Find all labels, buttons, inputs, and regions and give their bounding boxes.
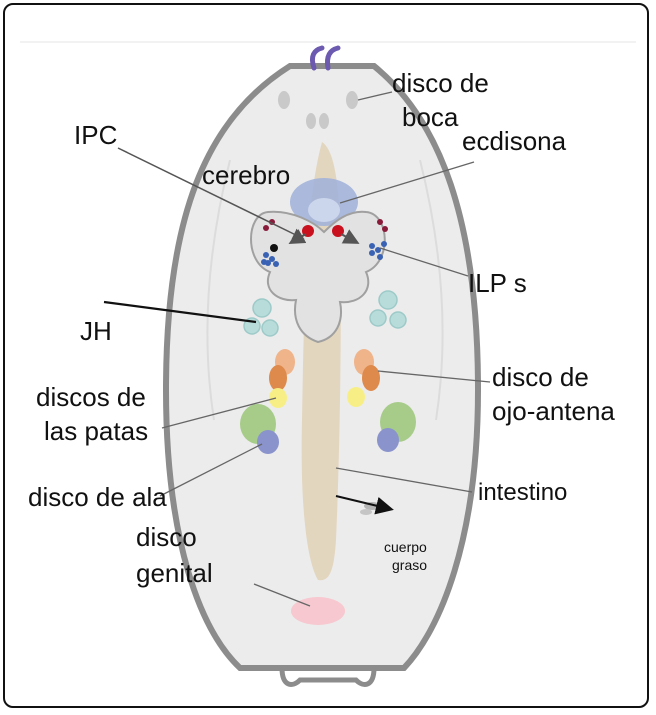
label-disco-genital-2: genital	[136, 558, 213, 588]
leg-disc-left	[269, 388, 287, 408]
mouth-disc-right	[346, 91, 358, 109]
mouth-disc-left	[278, 91, 290, 109]
ring-gland-inner	[308, 198, 340, 222]
eye-antenna-disc-right-bottom	[362, 365, 380, 391]
black-cell	[270, 244, 278, 252]
label-ecdisona: ecdisona	[462, 126, 567, 156]
mouth-disc-center-left	[306, 113, 316, 129]
ns-dot	[263, 225, 269, 231]
leg-disc-right	[347, 387, 365, 407]
label-cuerpo-graso-1: cuerpo	[384, 539, 427, 555]
wing-disc-left-blue	[257, 430, 279, 454]
label-disco-ojo-2: ojo-antena	[492, 396, 615, 426]
label-ipc: IPC	[74, 120, 117, 150]
fat-body-blob-2	[360, 509, 372, 515]
ns-dot	[382, 226, 388, 232]
label-discos-patas-1: discos de	[36, 382, 146, 412]
label-disco-de-boca-2: boca	[402, 102, 459, 132]
label-jh: JH	[80, 316, 112, 346]
mouth-disc-center-right	[319, 113, 329, 129]
label-disco-ojo-1: disco de	[492, 362, 589, 392]
eye-antenna-disc-left-bottom	[269, 365, 287, 391]
label-cuerpo-graso-2: graso	[392, 557, 427, 573]
label-cerebro: cerebro	[202, 160, 290, 190]
wing-disc-right-blue	[377, 428, 399, 452]
label-intestino: intestino	[478, 479, 567, 506]
label-disco-genital-1: disco	[136, 522, 197, 552]
label-disco-ala: disco de ala	[28, 482, 167, 512]
ns-dot	[377, 219, 383, 225]
label-disco-de-boca-1: disco de	[392, 68, 489, 98]
label-discos-patas-2: las patas	[44, 416, 148, 446]
label-ilps: ILP s	[468, 268, 527, 298]
